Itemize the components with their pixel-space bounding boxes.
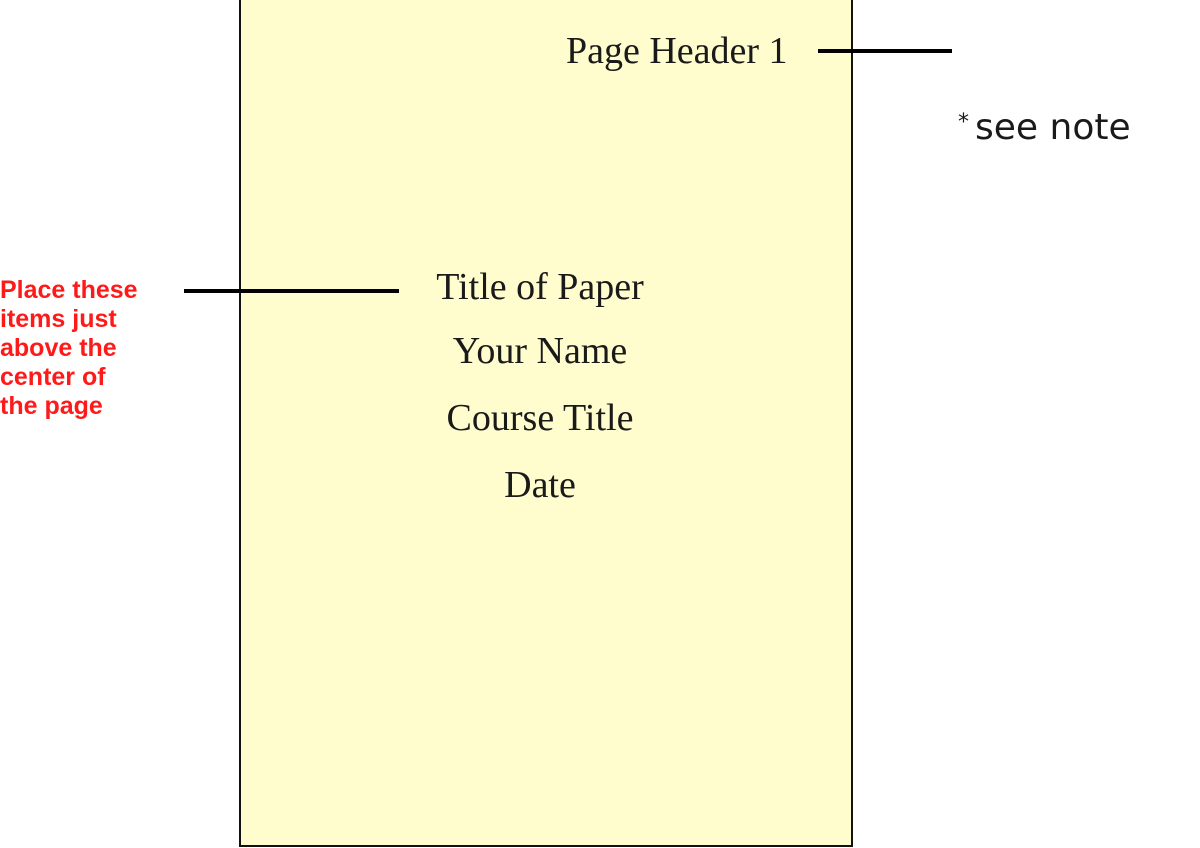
title-of-paper: Title of Paper (436, 266, 644, 308)
title-page-mockup (239, 0, 853, 847)
center-pointer-line (184, 289, 399, 293)
annotation-line: items just (0, 305, 117, 333)
page-header-text: Page Header 1 (566, 30, 788, 72)
see-note-label: *see note (958, 100, 1131, 151)
your-name: Your Name (452, 330, 628, 372)
course-title: Course Title (446, 397, 634, 439)
annotation-line: Place these (0, 276, 138, 304)
note-marker: * (958, 110, 969, 135)
date: Date (504, 464, 576, 506)
annotation-line: the page (0, 392, 103, 420)
annotation-line: above the (0, 334, 117, 362)
note-text: see note (975, 107, 1131, 148)
annotation-line: center of (0, 363, 106, 391)
header-pointer-line (818, 49, 952, 53)
center-instruction-annotation: Place these items just above the center … (0, 276, 180, 421)
